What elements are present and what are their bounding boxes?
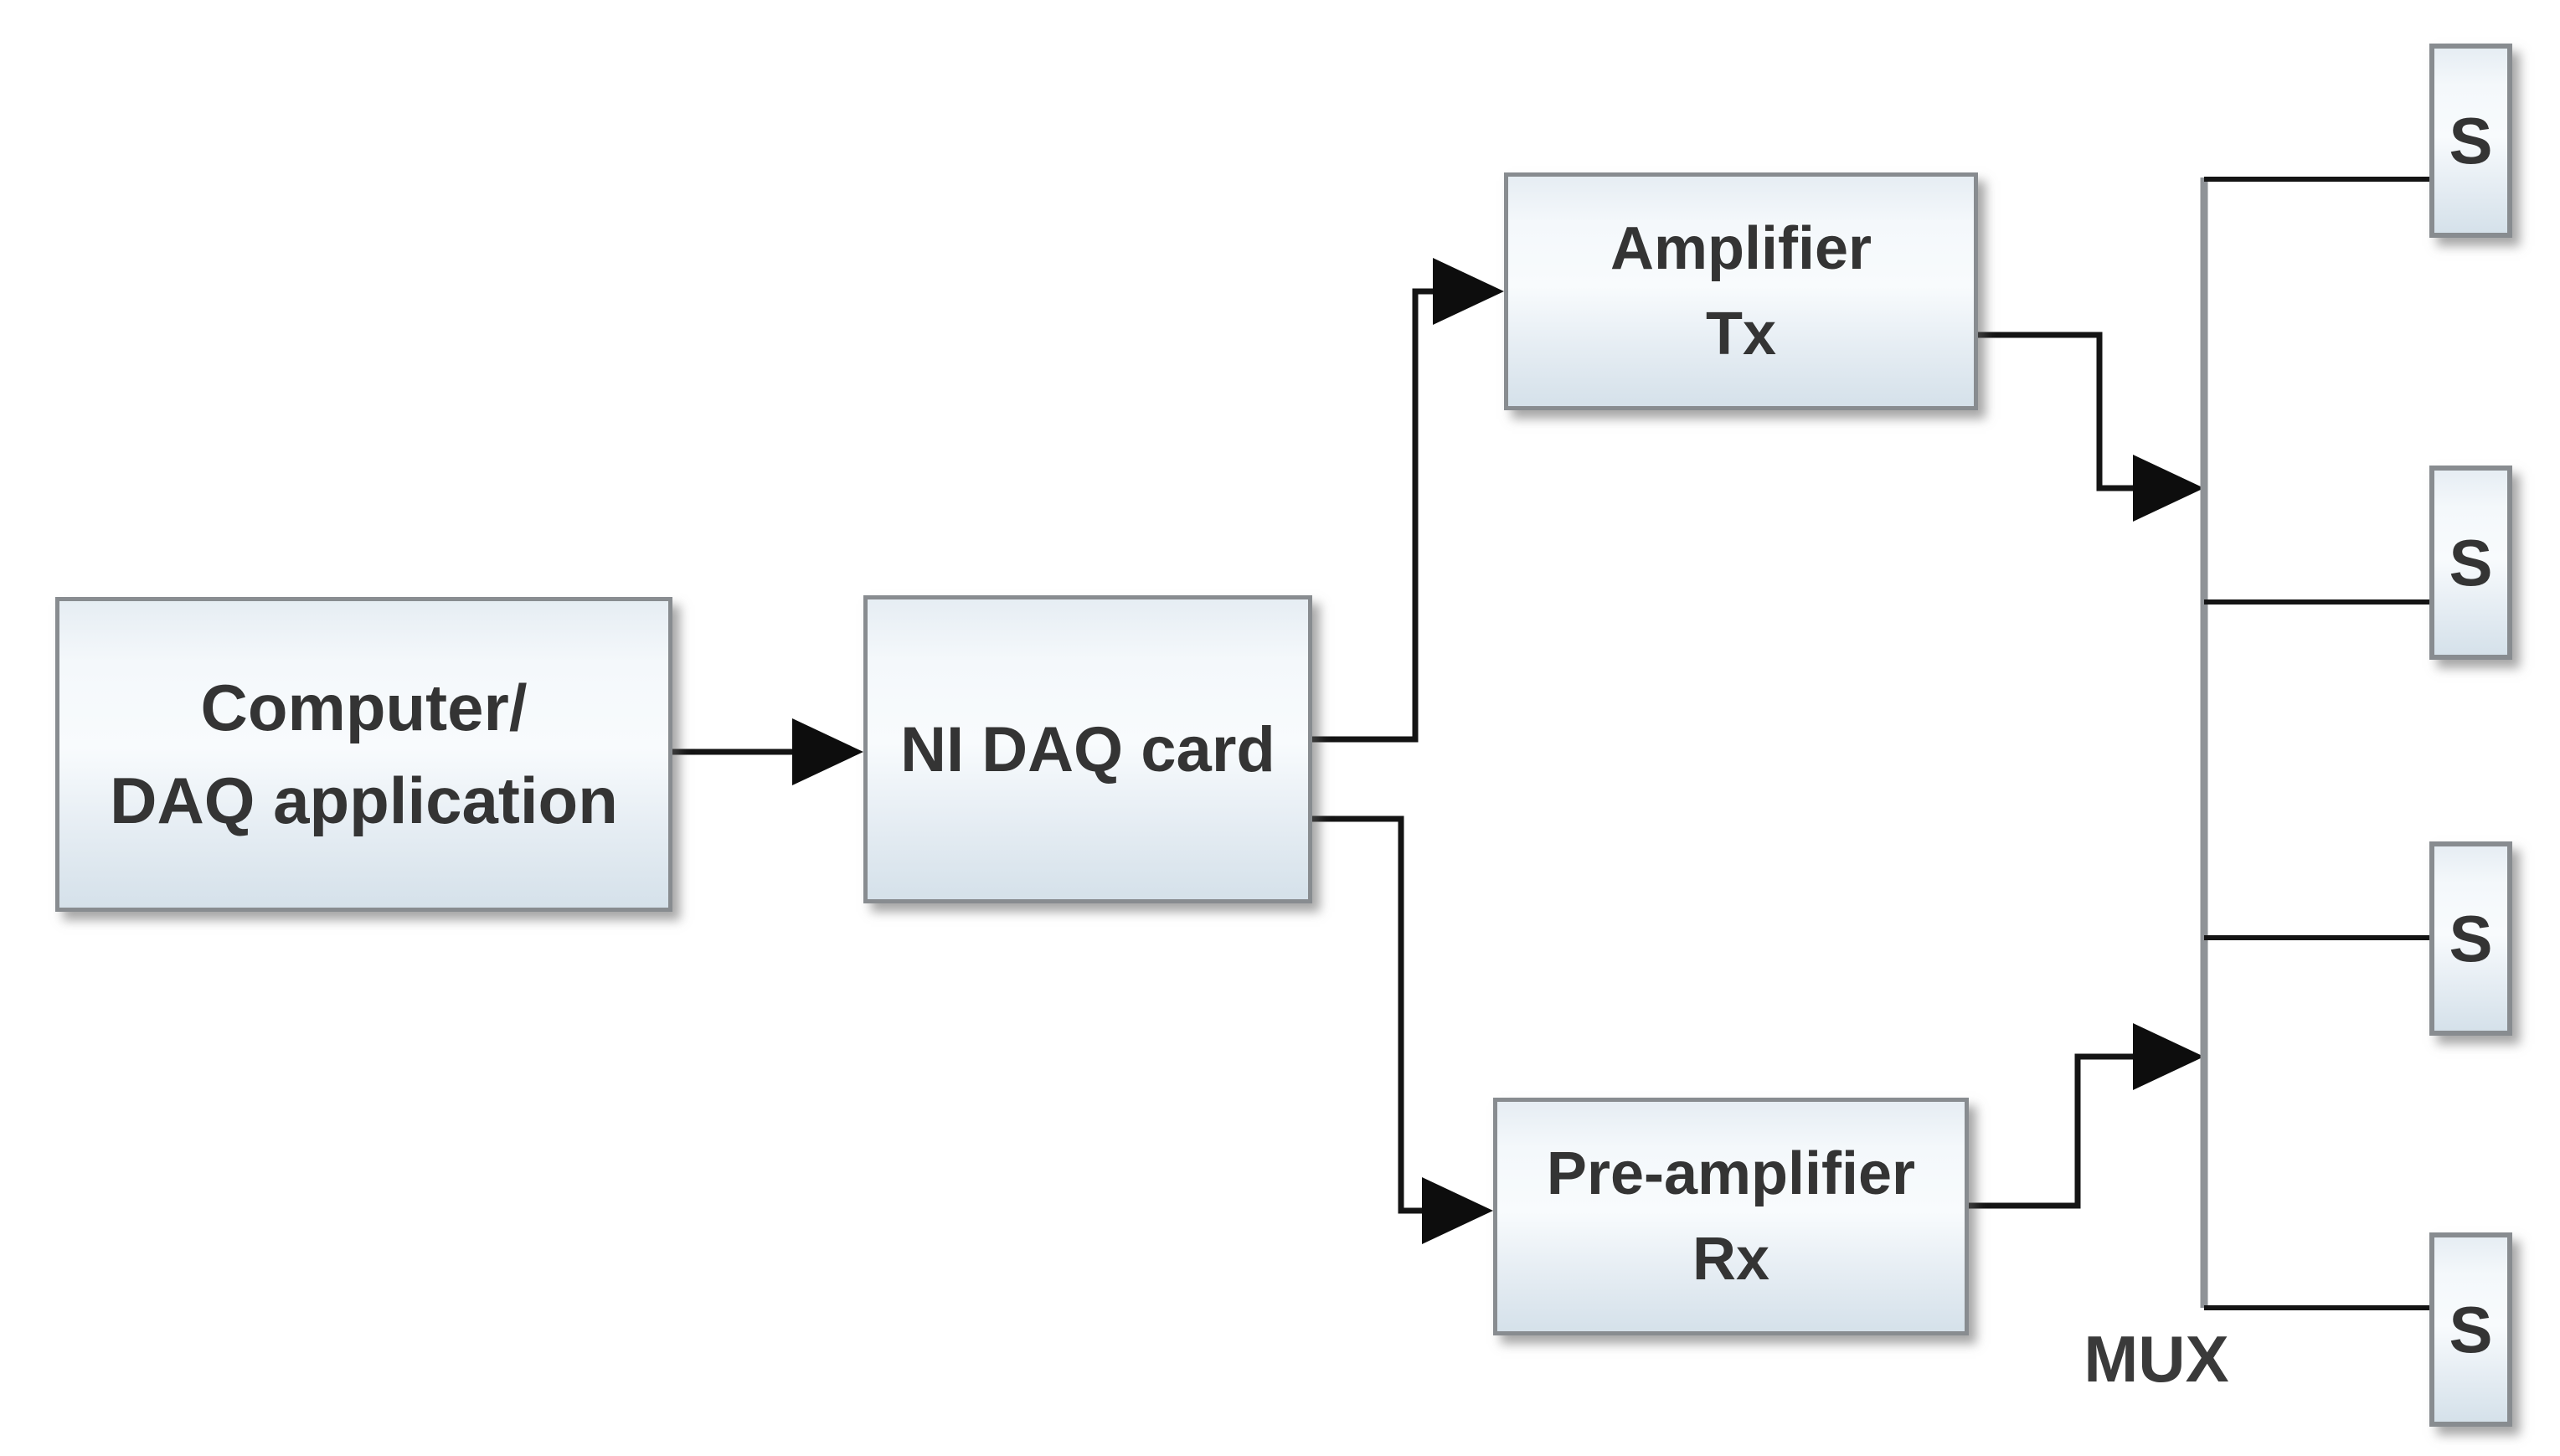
arrowhead-into-preamplifier-icon: [1422, 1177, 1493, 1244]
edge-preamplifier-to-mux: [1969, 1053, 2136, 1209]
arrowhead-into-amplifier-icon: [1433, 258, 1504, 325]
edge-nidaq-to-amplifier: [1312, 288, 1436, 743]
pre-amplifier-rx-box: Pre-amplifier Rx: [1493, 1098, 1969, 1335]
preamplifier-box-label-line1: Pre-amplifier: [1546, 1140, 1916, 1207]
mux-label: MUX: [2084, 1322, 2229, 1396]
sensor-box-3: S: [2429, 841, 2512, 1036]
sensor-box-1: S: [2429, 44, 2512, 238]
edge-nidaq-to-preamplifier: [1312, 815, 1425, 1214]
arrowhead-into-mux-top-icon: [2133, 455, 2204, 522]
computer-box-label-line2: DAQ application: [110, 764, 618, 837]
amplifier-box-label-line2: Tx: [1705, 301, 1777, 368]
nidaq-box-label: NI DAQ card: [900, 713, 1275, 785]
sensor-box-2: S: [2429, 466, 2512, 660]
arrowhead-into-mux-bottom-icon: [2133, 1023, 2204, 1090]
sensor-3-label: S: [2449, 901, 2493, 975]
computer-daq-application-box: Computer/ DAQ application: [55, 597, 672, 912]
sensor-box-4: S: [2429, 1232, 2512, 1427]
ni-daq-card-box: NI DAQ card: [863, 595, 1312, 903]
preamplifier-box-label-line2: Rx: [1692, 1226, 1770, 1293]
edge-amplifier-to-mux: [1978, 332, 2136, 491]
arrowhead-into-nidaq-icon: [792, 718, 863, 785]
computer-box-label-line1: Computer/: [200, 671, 528, 745]
sensor-1-label: S: [2449, 103, 2493, 177]
amplifier-tx-box: Amplifier Tx: [1504, 172, 1978, 410]
sensor-2-label: S: [2449, 525, 2493, 599]
amplifier-box-label-line1: Amplifier: [1610, 214, 1872, 282]
sensor-4-label: S: [2449, 1292, 2493, 1366]
